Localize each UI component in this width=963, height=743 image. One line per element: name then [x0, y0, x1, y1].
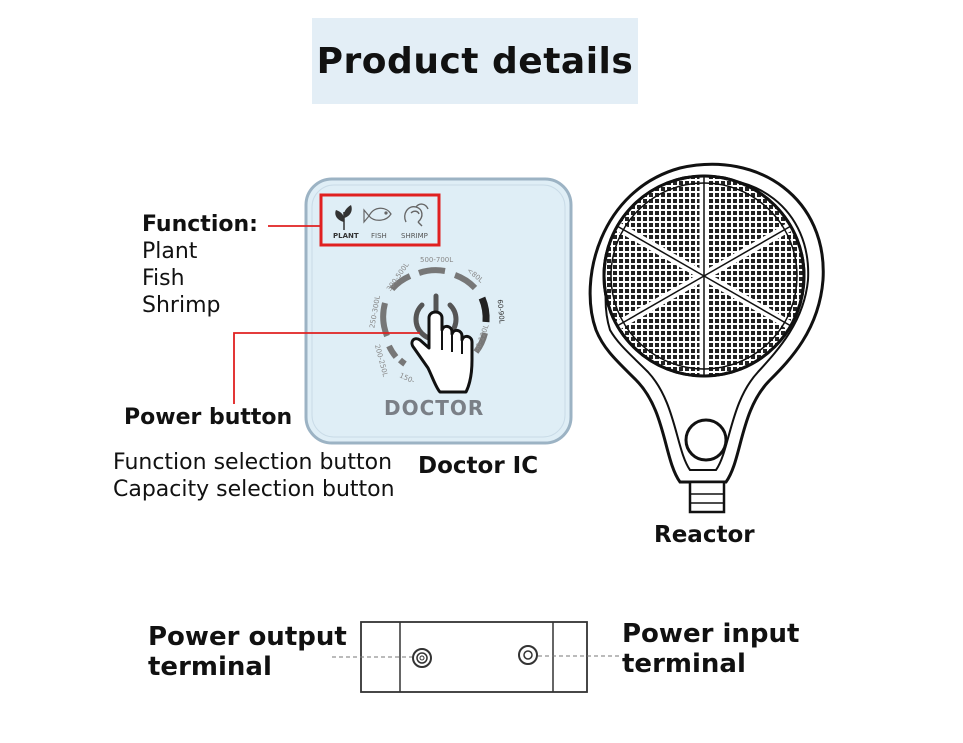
plant-icon-label: PLANT	[333, 232, 359, 240]
fish-icon-label: FISH	[371, 232, 387, 240]
capacity-ring	[380, 267, 490, 367]
function-item: Shrimp	[142, 293, 221, 318]
input-port-icon	[518, 645, 538, 665]
output-label-line: terminal	[148, 652, 272, 682]
terminal-box	[360, 621, 588, 693]
reactor-label: Reactor	[654, 522, 755, 548]
input-terminal-label: Power input terminal	[622, 619, 799, 679]
fish-icon	[363, 207, 392, 224]
power-button-label: Power button	[124, 405, 293, 430]
input-label-line: Power input	[622, 619, 800, 649]
function-highlight-box	[319, 193, 441, 247]
output-terminal-label: Power output terminal	[148, 622, 347, 682]
capacity-label: 500-700L	[420, 256, 453, 264]
function-label-group: Function: Plant Fish Shrimp	[142, 211, 258, 319]
selection-line: Capacity selection button	[113, 477, 395, 502]
function-item: Fish	[142, 266, 185, 291]
page-title: Product details	[316, 40, 634, 82]
selection-line: Function selection button	[113, 450, 393, 475]
brand-logo: DOCTOR	[384, 396, 485, 420]
title-banner: Product details	[312, 18, 638, 104]
capacity-label: 60-90L	[496, 299, 506, 324]
output-port-icon	[412, 648, 432, 668]
power-leader-line	[233, 332, 420, 404]
plant-icon	[335, 205, 352, 230]
reactor-drawing	[588, 162, 825, 514]
input-label-line: terminal	[622, 649, 746, 679]
hand-pointer-icon	[410, 310, 474, 394]
shrimp-icon	[404, 203, 429, 227]
doctor-ic-label: Doctor IC	[418, 453, 539, 479]
selection-label-group: Function selection button Capacity selec…	[113, 449, 395, 503]
function-item: Plant	[142, 239, 198, 264]
shrimp-icon-label: SHRIMP	[401, 232, 428, 240]
function-heading: Function:	[142, 212, 258, 237]
output-label-line: Power output	[148, 622, 347, 652]
